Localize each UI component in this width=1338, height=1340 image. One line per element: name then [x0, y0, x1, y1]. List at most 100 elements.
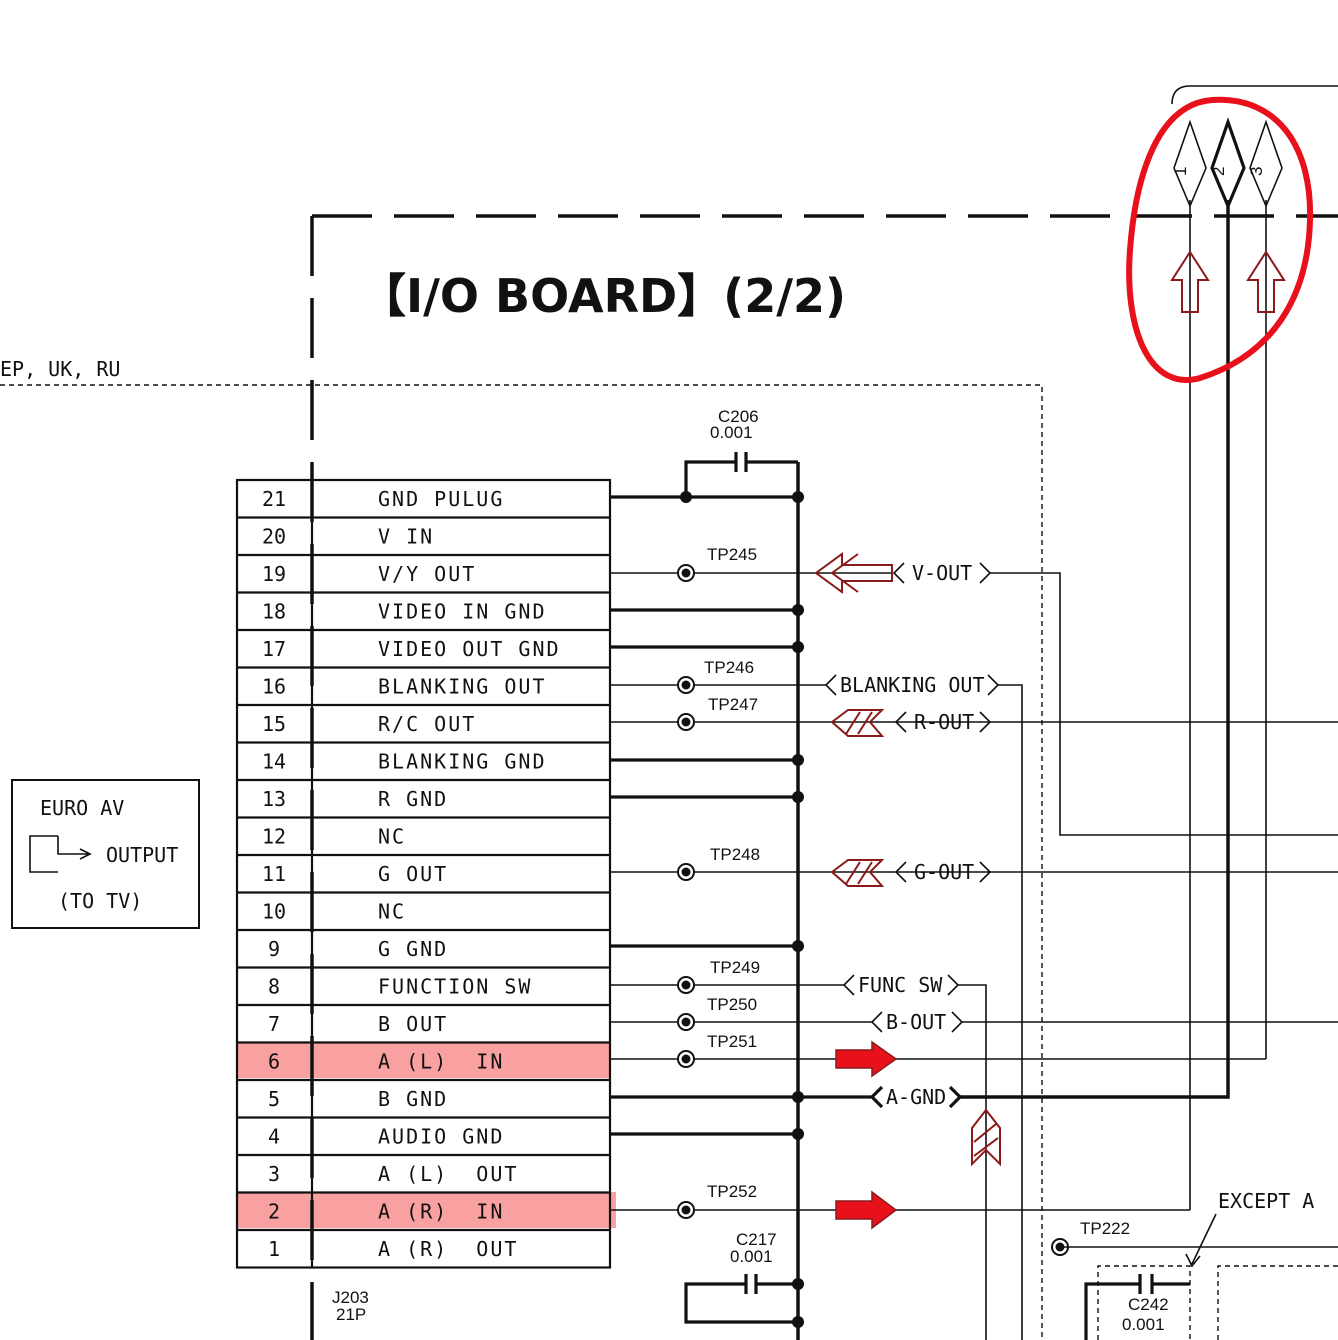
pin-name: VIDEO OUT GND [378, 637, 561, 661]
route-blanking [998, 684, 1023, 1340]
flow-arrow-up-2 [1246, 250, 1286, 313]
region-label: EP, UK, RU [0, 357, 120, 381]
pin-table-border [235, 478, 612, 1269]
pin-number: 9 [268, 937, 280, 961]
c242-value: 0.001 [1122, 1315, 1165, 1334]
except-label: EXCEPT A [1218, 1189, 1314, 1213]
tp247-label: TP247 [708, 695, 758, 714]
connector-type: 21P [336, 1305, 366, 1324]
c217-ref: C217 [736, 1230, 777, 1249]
tp250-label: TP250 [707, 995, 757, 1014]
red-annotation-circle [1126, 96, 1314, 383]
signal-flags: V-OUT BLANKING OUT R-OUT G-OUT FUNC SW B… [824, 561, 1000, 1109]
route-a-gnd [960, 200, 1230, 1099]
route-func-sw [958, 984, 987, 1340]
pin-number: 18 [262, 600, 286, 624]
pin-name: VIDEO IN GND [378, 600, 547, 624]
tp222-label: TP222 [1080, 1219, 1130, 1238]
pin-number: 21 [262, 487, 286, 511]
tp249-label: TP249 [710, 958, 760, 977]
pin-number: 20 [262, 525, 286, 549]
pin-number: 5 [268, 1087, 280, 1111]
pin-name: NC [378, 825, 406, 849]
pin-name: V/Y OUT [378, 562, 476, 586]
flow-arrow-a-gnd [971, 1108, 1001, 1167]
signal-b-out: B-OUT [886, 1010, 946, 1034]
except-pointer [1185, 1213, 1217, 1268]
pin-name: G GND [378, 937, 448, 961]
c206-ref: C206 [718, 407, 759, 426]
flow-arrow-g-out [830, 859, 885, 887]
pin-number: 12 [262, 825, 286, 849]
signal-func-sw: FUNC SW [858, 973, 943, 997]
c217-plates [744, 1274, 758, 1294]
tp245-label: TP245 [707, 545, 757, 564]
tp246-label: TP246 [704, 658, 754, 677]
tp252-label: TP252 [707, 1182, 757, 1201]
pin-number: 6 [268, 1050, 280, 1074]
pin-name: A (R) IN [378, 1200, 504, 1224]
pin-name: FUNCTION SW [378, 975, 532, 999]
highlight-pin-6 [236, 1042, 610, 1078]
pin-name: R/C OUT [378, 712, 476, 736]
top-connector-bracket [1171, 85, 1338, 105]
tp248-label: TP248 [710, 845, 760, 864]
pin-name: AUDIO GND [378, 1125, 504, 1149]
c217-value: 0.001 [730, 1247, 773, 1266]
conn-pin-3: 3 [1247, 167, 1266, 176]
pin-number: 11 [262, 862, 286, 886]
flow-arrow-up-1 [1170, 250, 1210, 313]
highlight-pin-2 [236, 1192, 616, 1228]
c242-plates [1138, 1274, 1154, 1294]
pin-name: A (L) IN [378, 1050, 504, 1074]
pin-number: 14 [262, 750, 286, 774]
pin-name: G OUT [378, 862, 448, 886]
pin-number: 19 [262, 562, 286, 586]
pin-number: 15 [262, 712, 286, 736]
c217-wiring [684, 1282, 798, 1324]
euro-av-box [11, 779, 200, 929]
route-v-out [990, 572, 1338, 836]
signal-g-out: G-OUT [914, 860, 974, 884]
pin-name: NC [378, 900, 406, 924]
euro-av-to-tv: (TO TV) [58, 889, 142, 913]
pin-name: BLANKING GND [378, 750, 547, 774]
red-arrow-pin-2 [835, 1190, 898, 1230]
signal-a-gnd: A-GND [886, 1085, 946, 1109]
pin-name: A (L) OUT [378, 1162, 518, 1186]
board-title: 【I/O BOARD】(2/2) [360, 269, 846, 323]
red-arrow-pin-6 [835, 1040, 898, 1078]
pin-name: R GND [378, 787, 448, 811]
pin-number: 1 [268, 1237, 280, 1261]
signal-blanking-out: BLANKING OUT [840, 673, 985, 697]
pin-number: 13 [262, 787, 286, 811]
pin-number: 2 [268, 1200, 280, 1224]
signal-r-out: R-OUT [914, 710, 974, 734]
pin-name: BLANKING OUT [378, 675, 547, 699]
euro-av-title: EURO AV [40, 796, 124, 820]
flow-arrow-r-out [830, 709, 885, 737]
pin-name: B OUT [378, 1012, 448, 1036]
pin-number: 4 [268, 1125, 280, 1149]
c206-plates [734, 452, 748, 472]
pin-number: 16 [262, 675, 286, 699]
c242-box [1097, 1265, 1338, 1340]
pin-name: A (R) OUT [378, 1237, 518, 1261]
conn-pin-2: 2 [1209, 167, 1228, 176]
c242-ref: C242 [1128, 1295, 1169, 1314]
pin-number: 8 [268, 975, 280, 999]
pin-name: V IN [378, 525, 434, 549]
top-connector-pins: 1 2 3 [1171, 117, 1283, 211]
output-arrow-icon [29, 835, 92, 873]
c206-wiring [684, 460, 798, 497]
c242-wiring [1084, 1282, 1190, 1340]
connector-ref: J203 [332, 1288, 369, 1307]
pin-number: 17 [262, 637, 286, 661]
signal-v-out: V-OUT [912, 561, 972, 585]
pin-name: GND PULUG [378, 487, 504, 511]
tp251-label: TP251 [707, 1032, 757, 1051]
conn-pin-1: 1 [1171, 167, 1190, 176]
pin-number: 10 [262, 900, 286, 924]
